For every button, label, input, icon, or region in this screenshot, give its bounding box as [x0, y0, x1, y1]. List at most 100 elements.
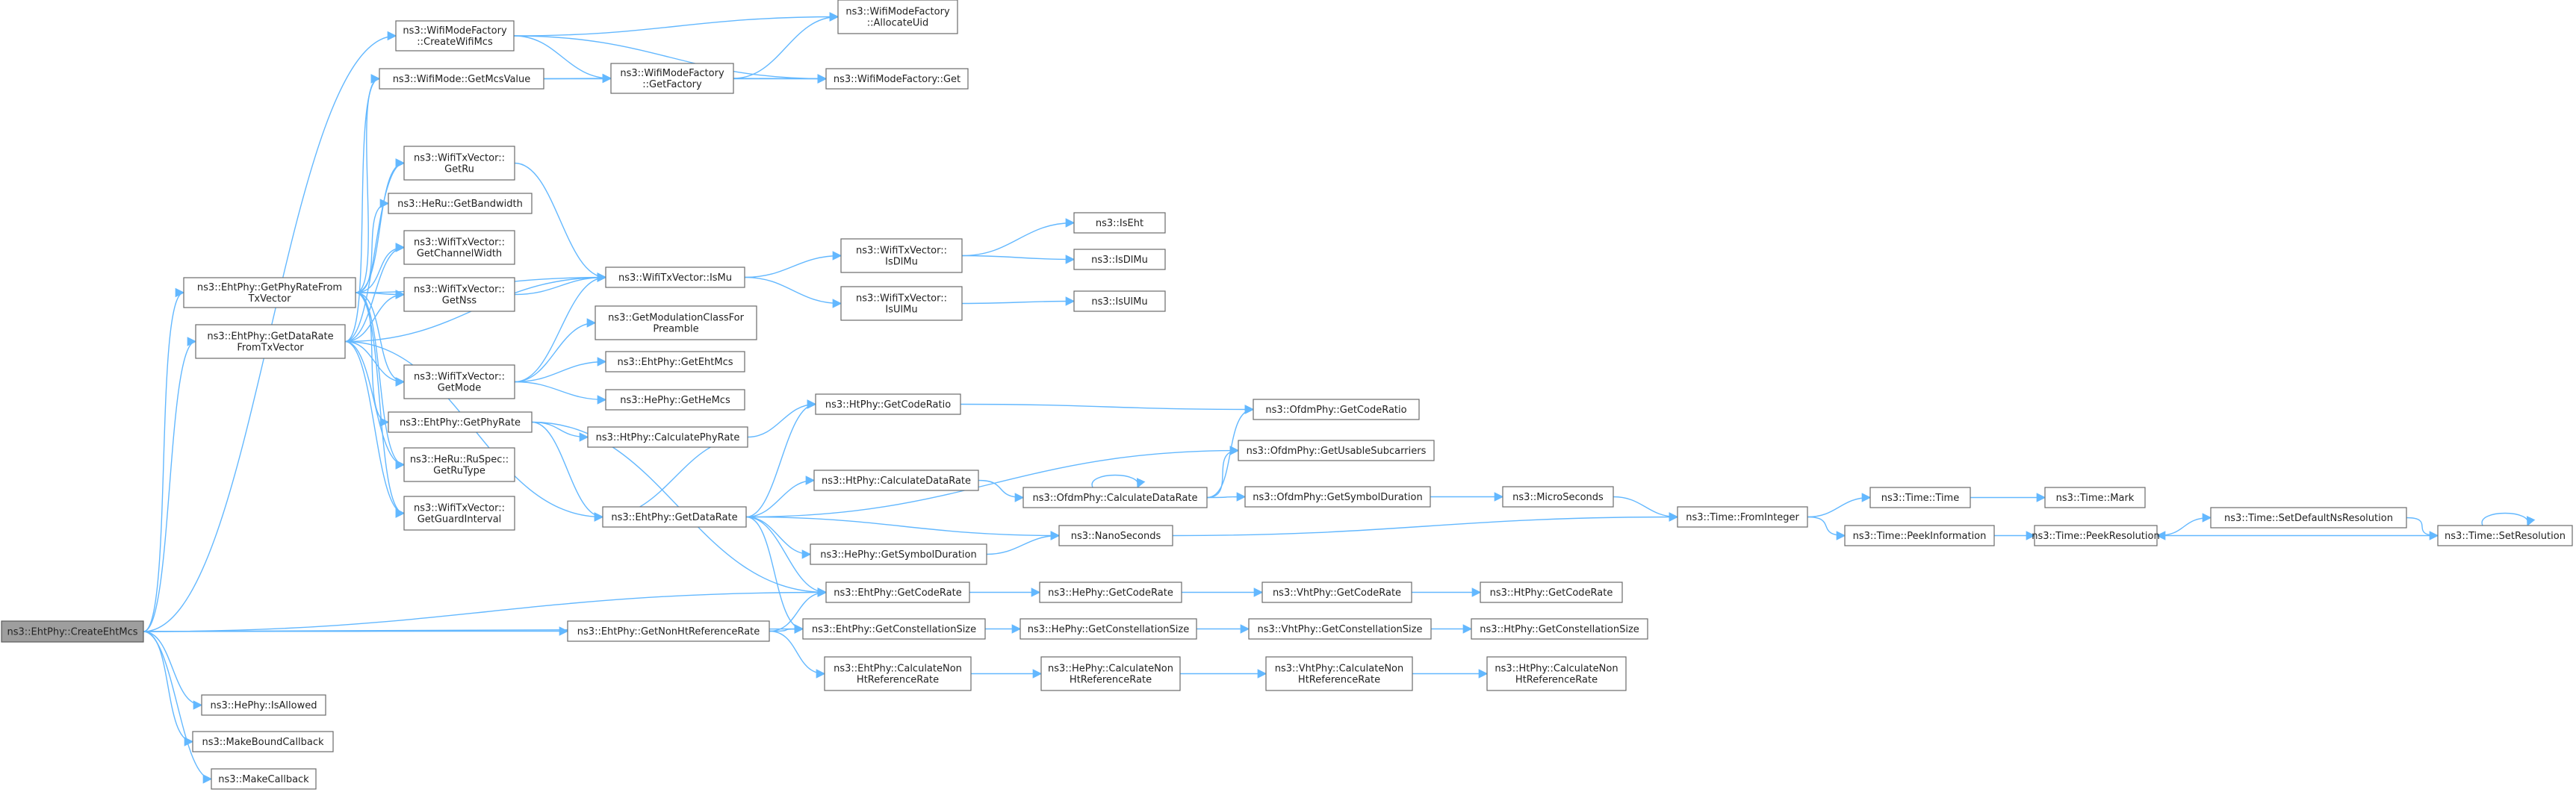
edge-root-to-make-bound: [143, 631, 194, 746]
edge-get-data-rate-from-tx-to-get-nss: [344, 290, 406, 343]
node-factory-get[interactable]: ns3::WifiModeFactory::Get: [825, 68, 969, 90]
node-ht-calc-data-rate[interactable]: ns3::HtPhy::CalculateDataRate: [813, 470, 979, 491]
node-get-guard-interval[interactable]: ns3::WifiTxVector::GetGuardInterval: [403, 496, 515, 531]
edge-get-phy-rate-from-tx-to-he-ru-get-bw: [355, 199, 390, 293]
node-label: ns3::IsUlMu: [1091, 296, 1147, 308]
node-micro-seconds[interactable]: ns3::MicroSeconds: [1502, 486, 1614, 508]
node-box: [1244, 486, 1431, 508]
node-nano-seconds[interactable]: ns3::NanoSeconds: [1058, 525, 1173, 546]
node-time-mark[interactable]: ns3::Time::Mark: [2044, 487, 2146, 508]
node-label: ns3::HtPhy::GetConstellationSize: [1480, 624, 1639, 635]
node-vht-get-code-rate[interactable]: ns3::VhtPhy::GetCodeRate: [1261, 582, 1412, 603]
node-label: GetMode: [438, 383, 482, 394]
node-label: ::CreateWifiMcs: [417, 37, 493, 48]
node-label: ns3::MakeCallback: [218, 774, 309, 785]
node-label: ::GetFactory: [642, 79, 702, 90]
edge-is-ul-mu-vec-to-is-ul-mu: [961, 296, 1076, 306]
node-box: [1073, 212, 1166, 234]
node-box: [211, 768, 317, 790]
node-peek-res[interactable]: ns3::Time::PeekResolution: [2032, 525, 2160, 546]
node-ofdm-symbol-dur[interactable]: ns3::OfdmPhy::GetSymbolDuration: [1244, 486, 1431, 508]
node-get-mcs-value[interactable]: ns3::WifiMode::GetMcsValue: [379, 68, 544, 90]
edge-is-mu-to-is-dl-mu-vec: [744, 251, 842, 278]
edge-get-mode-to-get-he-mcs: [514, 381, 607, 405]
node-label: ns3::WifiTxVector::: [414, 284, 505, 296]
node-ht-get-code-rate[interactable]: ns3::HtPhy::GetCodeRate: [1480, 582, 1623, 603]
node-box: [1039, 582, 1182, 603]
node-get-mode[interactable]: ns3::WifiTxVector::GetMode: [403, 364, 515, 399]
node-get-ru-type[interactable]: ns3::HeRu::RuSpec::GetRuType: [403, 447, 515, 482]
node-box: [403, 364, 515, 399]
node-get-ru[interactable]: ns3::WifiTxVector::GetRu: [403, 146, 515, 181]
node-create-wifi-mcs[interactable]: ns3::WifiModeFactory::CreateWifiMcs: [395, 20, 515, 52]
node-label: ns3::VhtPhy::CalculateNon: [1275, 664, 1404, 675]
edge-ht-calc-data-rate-to-ofdm-calc-data-rate: [978, 479, 1025, 502]
node-he-get-code-rate[interactable]: ns3::HePhy::GetCodeRate: [1039, 582, 1182, 603]
node-set-default-ns[interactable]: ns3::Time::SetDefaultNsResolution: [2210, 507, 2407, 529]
node-ht-get-code-ratio[interactable]: ns3::HtPhy::GetCodeRatio: [815, 393, 961, 415]
node-get-factory[interactable]: ns3::WifiModeFactory::GetFactory: [610, 63, 734, 94]
node-time-time[interactable]: ns3::Time::Time: [1869, 487, 1971, 508]
node-box: [1486, 656, 1627, 691]
node-is-eht[interactable]: ns3::IsEht: [1073, 212, 1166, 234]
node-box: [388, 411, 533, 433]
node-is-ul-mu-vec[interactable]: ns3::WifiTxVector::IsUlMu: [840, 286, 963, 321]
node-from-integer[interactable]: ns3::Time::FromInteger: [1677, 506, 1808, 528]
node-label: ns3::EhtPhy::GetDataRate: [611, 512, 737, 523]
node-label: ns3::OfdmPhy::CalculateDataRate: [1033, 493, 1198, 504]
node-label: ns3::EhtPhy::GetEhtMcs: [617, 357, 733, 368]
edge-eht-get-data-rate-to-eht-const-size: [745, 516, 804, 634]
node-eht-const-size[interactable]: ns3::EhtPhy::GetConstellationSize: [802, 618, 986, 640]
edge-set-default-ns-to-set-res: [2406, 517, 2439, 540]
node-allocate-uid[interactable]: ns3::WifiModeFactory::AllocateUid: [837, 0, 958, 34]
node-is-ul-mu[interactable]: ns3::IsUlMu: [1073, 290, 1166, 312]
node-get-non-ht-ref[interactable]: ns3::EhtPhy::GetNonHtReferenceRate: [567, 620, 770, 642]
node-label: IsDlMu: [885, 257, 918, 268]
node-set-res[interactable]: ns3::Time::SetResolution: [2437, 525, 2573, 546]
node-box: [183, 277, 356, 308]
node-get-nss[interactable]: ns3::WifiTxVector::GetNss: [403, 277, 515, 312]
node-peek-info[interactable]: ns3::Time::PeekInformation: [1844, 525, 1995, 546]
node-make-bound[interactable]: ns3::MakeBoundCallback: [192, 731, 334, 752]
node-ht-const-size[interactable]: ns3::HtPhy::GetConstellationSize: [1471, 618, 1648, 640]
node-is-mu[interactable]: ns3::WifiTxVector::IsMu: [605, 266, 745, 288]
node-he-symbol-dur[interactable]: ns3::HePhy::GetSymbolDuration: [810, 543, 987, 565]
node-box: [815, 393, 961, 415]
node-is-dl-mu-vec[interactable]: ns3::WifiTxVector::IsDlMu: [840, 238, 963, 273]
node-ofdm-calc-data-rate[interactable]: ns3::OfdmPhy::CalculateDataRate: [1022, 487, 1208, 508]
node-label: ns3::Time::SetResolution: [2445, 531, 2566, 542]
node-box: [403, 447, 515, 482]
node-he-const-size[interactable]: ns3::HePhy::GetConstellationSize: [1019, 618, 1197, 640]
node-get-he-mcs[interactable]: ns3::HePhy::GetHeMcs: [605, 389, 745, 411]
node-get-channel-width[interactable]: ns3::WifiTxVector::GetChannelWidth: [403, 230, 515, 265]
node-he-ru-get-bw[interactable]: ns3::HeRu::GetBandwidth: [388, 193, 533, 214]
node-box: [1253, 399, 1420, 420]
node-label: ns3::HtPhy::CalculateNon: [1495, 664, 1618, 675]
node-is-allowed[interactable]: ns3::HePhy::IsAllowed: [201, 694, 326, 716]
node-ofdm-get-code-ratio[interactable]: ns3::OfdmPhy::GetCodeRatio: [1253, 399, 1420, 420]
node-label: HtReferenceRate: [857, 675, 939, 686]
edge-get-phy-rate-from-tx-to-get-mcs-value: [355, 74, 381, 293]
node-is-dl-mu[interactable]: ns3::IsDlMu: [1073, 249, 1166, 270]
node-root[interactable]: ns3::EhtPhy::CreateEhtMcs: [1, 620, 144, 643]
node-ht-calc-phy-rate[interactable]: ns3::HtPhy::CalculatePhyRate: [587, 426, 748, 448]
node-make-callback[interactable]: ns3::MakeCallback: [211, 768, 317, 790]
node-label: ns3::EhtPhy::GetPhyRateFrom: [197, 282, 342, 293]
node-ofdm-usable[interactable]: ns3::OfdmPhy::GetUsableSubcarriers: [1238, 440, 1435, 461]
node-box: [810, 543, 987, 565]
edge-ofdm-calc-data-rate-to-ofdm-calc-data-rate: [1091, 474, 1146, 489]
node-eht-get-data-rate[interactable]: ns3::EhtPhy::GetDataRate: [602, 506, 747, 528]
node-eht-get-phy-rate[interactable]: ns3::EhtPhy::GetPhyRate: [388, 411, 533, 433]
node-get-eht-mcs[interactable]: ns3::EhtPhy::GetEhtMcs: [605, 351, 745, 372]
edge-get-non-ht-ref-to-eht-calc-non-ht: [769, 630, 826, 679]
node-eht-get-code-rate[interactable]: ns3::EhtPhy::GetCodeRate: [825, 582, 970, 603]
node-label: ns3::GetModulationClassFor: [608, 313, 745, 324]
node-vht-const-size[interactable]: ns3::VhtPhy::GetConstellationSize: [1248, 618, 1432, 640]
